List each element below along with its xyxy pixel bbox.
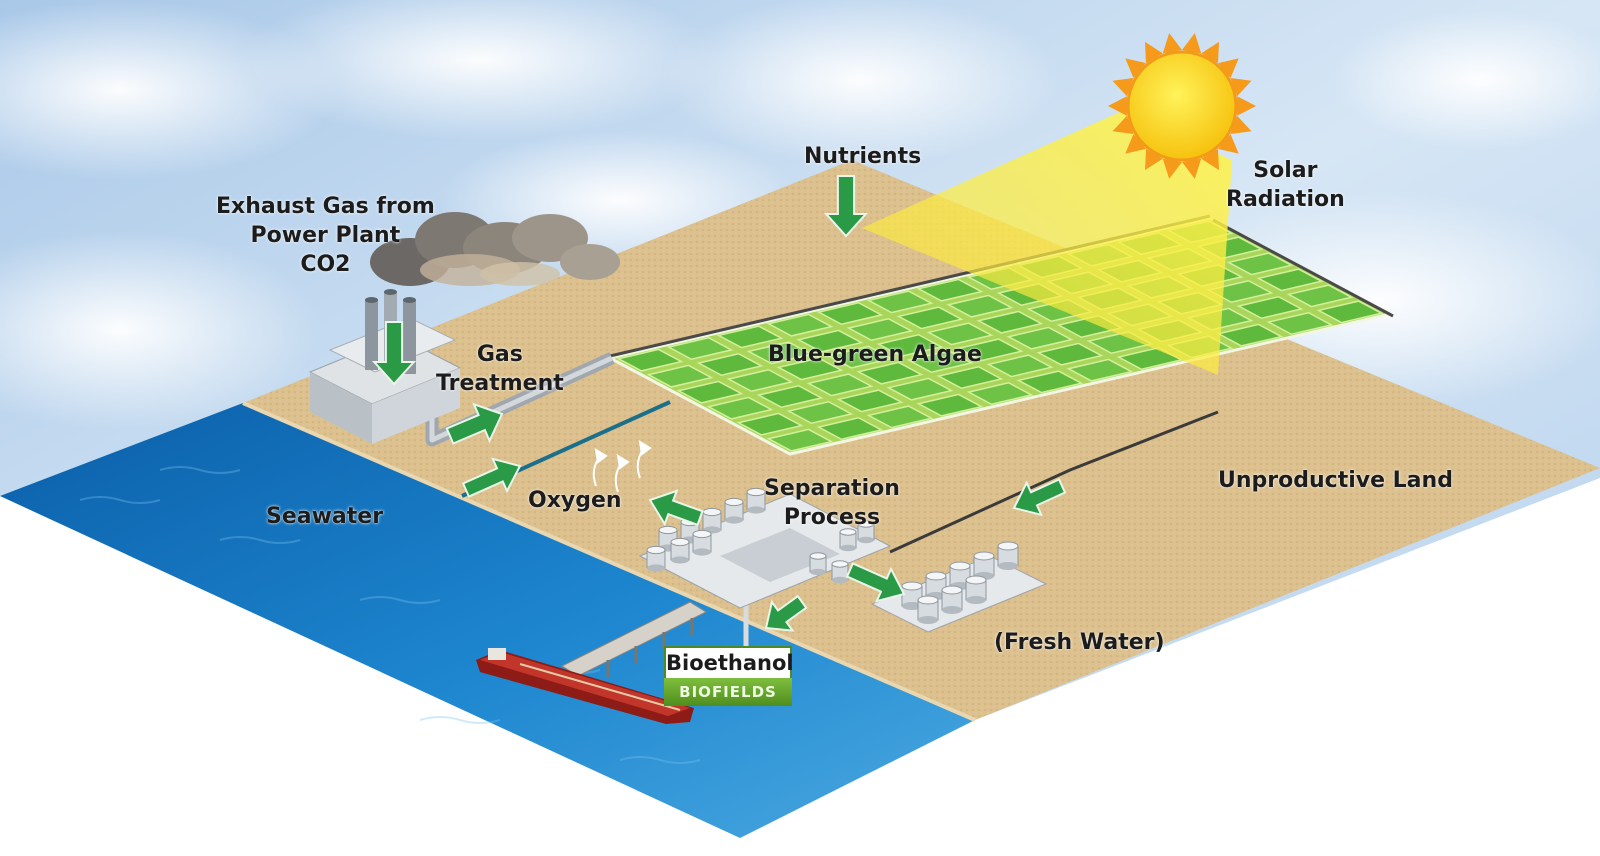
exhaust-gas-label: Exhaust Gas from Power Plant CO2: [216, 194, 435, 277]
algae-pond-cell: [926, 322, 994, 346]
algae-pond-cell: [936, 365, 1004, 390]
algae-pond-cell: [886, 377, 954, 401]
oxygen-output-arrow: [648, 489, 704, 527]
algae-pond-cell: [716, 325, 784, 349]
gas-to-ponds-arrow: [445, 402, 504, 445]
algae-pond-cell: [676, 380, 744, 404]
algae-pond-cell: [806, 373, 874, 397]
algae-pond-cell: [1316, 300, 1384, 324]
smoke-cloud: [370, 212, 620, 286]
algae-pond-cell: [876, 333, 944, 358]
algae-pond-cell: [906, 349, 974, 374]
algae-pond-cell: [776, 357, 844, 381]
sun-icon: [1108, 33, 1256, 179]
oxygen-release-arrows: [592, 440, 652, 493]
fresh-water-output-arrow: [845, 562, 906, 603]
bioethanol-output-arrow: [764, 594, 808, 632]
algae-pond-cell: [866, 405, 934, 429]
algae-pond-cell: [1066, 358, 1134, 382]
algae-pond-cell: [696, 352, 764, 377]
algae-pond-cell: [826, 345, 894, 369]
algae-pond-cell: [1256, 268, 1324, 292]
algae-pond-cell: [1016, 370, 1084, 394]
nutrients-label: Nutrients: [804, 144, 922, 169]
algae-pond-cell: [916, 278, 984, 302]
biofields-logo: BIOFIELDS: [664, 678, 792, 706]
algae-pond-cell: [846, 317, 914, 342]
algae-pond-cell: [746, 341, 814, 365]
algae-pond-cell: [836, 389, 904, 413]
nutrients-down-arrow: [823, 175, 869, 238]
algae-pond-cell: [856, 361, 924, 385]
seawater-intake-arrow: [461, 457, 522, 498]
algae-pond-cell: [1286, 284, 1354, 308]
fresh-water-label: (Fresh Water): [994, 630, 1165, 655]
seawater-label: Seawater: [266, 504, 384, 529]
algae-pond-cell: [986, 354, 1054, 378]
algae-pond-cell: [756, 384, 824, 409]
algae-pond-cell: [1036, 342, 1104, 366]
gas-treatment-label: Gas Treatment: [436, 342, 564, 396]
algae-pond-cell: [766, 428, 834, 452]
algae-pond-cell: [956, 338, 1024, 362]
algae-pond-cell: [816, 301, 884, 326]
separation-process-label: Separation Process: [764, 476, 900, 530]
algae-pond-cell: [796, 329, 864, 353]
separation-plant: [638, 487, 892, 609]
algae-pond-cell: [966, 381, 1034, 406]
solar-beam: [862, 112, 1232, 375]
algae-pond-cell: [896, 306, 964, 330]
algae-pond-cell: [1266, 311, 1334, 336]
algae-pond-cell: [816, 416, 884, 441]
algae-pond-cell: [646, 364, 714, 388]
algae-pond-cell: [976, 310, 1044, 334]
solar-radiation-label: Solar Radiation: [1226, 158, 1345, 212]
ponds-to-separation-arrow: [1012, 478, 1067, 517]
algae-pond-cell: [1236, 295, 1304, 320]
oxygen-label: Oxygen: [528, 488, 622, 513]
algae-pond-cell: [1216, 323, 1284, 347]
algae-pond-cell: [706, 396, 774, 420]
algae-pond-cell: [946, 294, 1014, 318]
sea: [0, 403, 975, 838]
exhaust-down-arrow: [371, 321, 417, 386]
algae-pond-cell: [786, 400, 854, 425]
algae-pond-cell: [726, 368, 794, 393]
algae-pond-cell: [766, 313, 834, 337]
algae-pond-cell: [1226, 252, 1294, 276]
algae-pond-cell: [736, 412, 804, 436]
algae-pond-cell: [916, 393, 984, 417]
fresh-water-plant: [870, 541, 1048, 633]
flow-arrows: [371, 175, 1067, 632]
algae-pond-cell: [666, 336, 734, 361]
bioethanol-label: Bioethanol: [664, 646, 794, 678]
blue-green-algae-label: Blue-green Algae: [768, 342, 982, 367]
algae-pond-cell: [1206, 279, 1274, 304]
sand-land: [243, 160, 1600, 720]
unproductive-land-label: Unproductive Land: [1218, 468, 1453, 493]
tanker-ship: [476, 648, 694, 724]
algae-pond-cell: [866, 290, 934, 314]
algae-pond-cell: [616, 348, 684, 372]
algae-pond-cell: [1006, 326, 1074, 350]
